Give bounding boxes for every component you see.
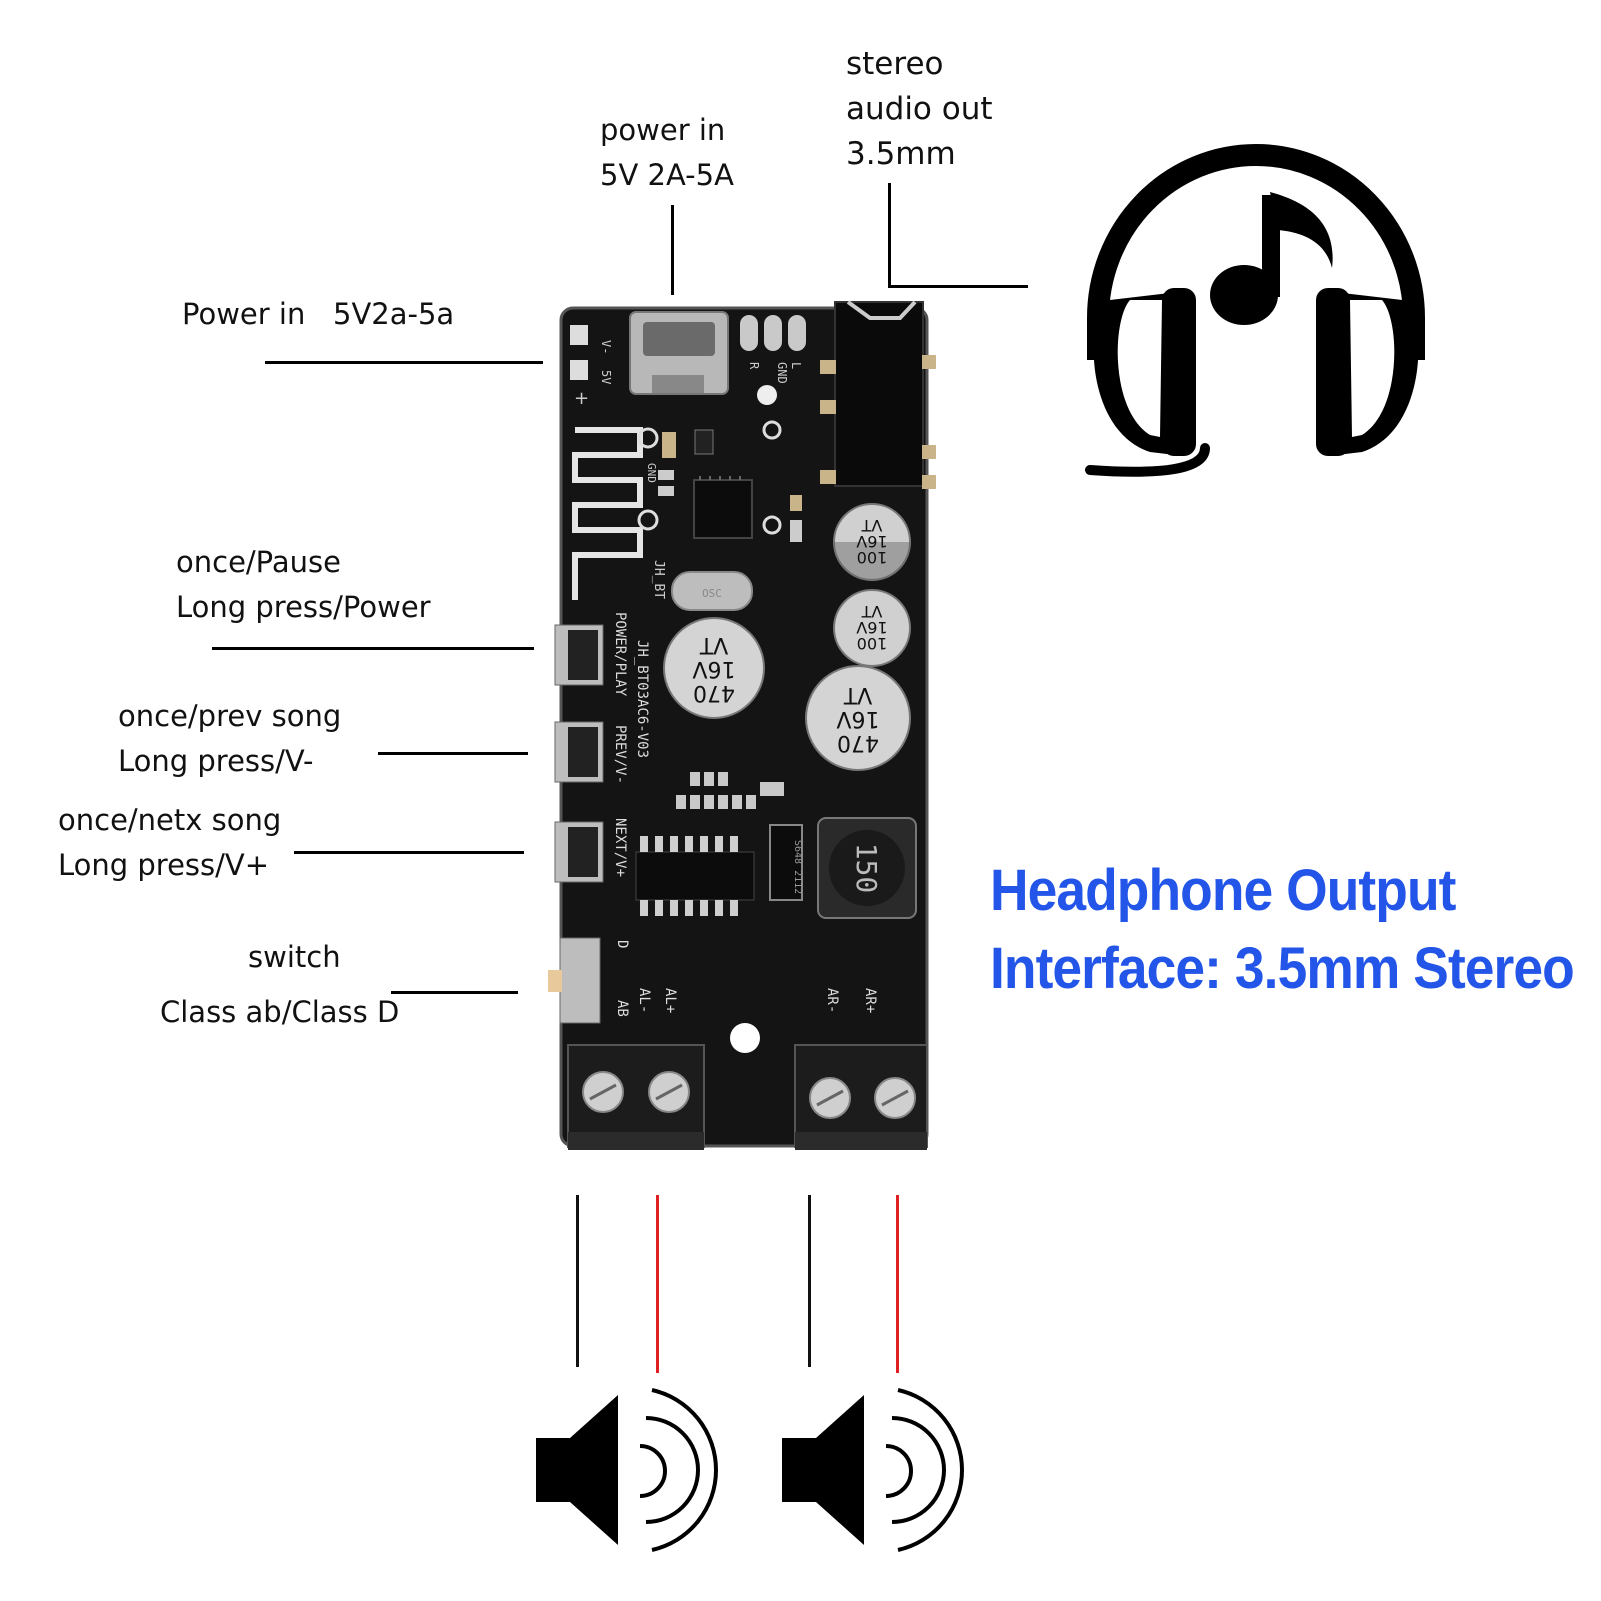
silk-next: NEXT/V+ xyxy=(612,818,628,877)
svg-text:16V: 16V xyxy=(836,706,879,731)
class-mode-switch: D AB xyxy=(548,937,630,1024)
button-next xyxy=(554,821,604,883)
silk-al-plus: AL+ xyxy=(662,988,678,1013)
svg-text:VT: VT xyxy=(843,682,872,707)
pad-gnd: GND xyxy=(775,362,789,384)
silk-switch-ab: AB xyxy=(614,1000,630,1017)
pad-l: L xyxy=(789,362,803,369)
amplifier-ic xyxy=(635,836,755,916)
silk-model: JH_BT03AC6-V03 xyxy=(634,640,650,758)
wire-right-negative xyxy=(808,1195,811,1367)
pad-v-minus: V- xyxy=(599,340,613,354)
button-prev xyxy=(554,721,604,783)
headline: Headphone Output Interface: 3.5mm Stereo xyxy=(990,852,1575,1008)
svg-text:16V: 16V xyxy=(692,656,735,681)
headline-line-1: Headphone Output xyxy=(990,858,1456,923)
power-in-left-label: Power in 5V2a-5a xyxy=(182,297,455,331)
svg-text:470: 470 xyxy=(837,730,879,755)
headline-line-2: Interface: 3.5mm Stereo xyxy=(990,936,1575,1001)
silk-ar-plus: AR+ xyxy=(862,988,878,1013)
leader-mode-switch xyxy=(391,991,518,994)
power-in-top-label: power in 5V 2A-5A xyxy=(600,113,734,192)
svg-text:100: 100 xyxy=(857,634,888,653)
module-label: JH_BT xyxy=(651,560,666,599)
capacitor-470uf-2: 470 16V VT xyxy=(805,665,911,771)
next-song-label: once/netx song Long press/V+ xyxy=(58,803,282,882)
gnd-label: GND xyxy=(645,463,658,483)
stereo-audio-out-label: stereo audio out 3.5mm xyxy=(846,46,993,172)
crystal-label: OSC xyxy=(702,587,722,600)
micro-usb-port xyxy=(629,311,729,395)
wire-left-positive xyxy=(656,1195,659,1373)
terminal-right xyxy=(794,1044,928,1150)
svg-text:100: 100 xyxy=(857,548,888,567)
terminal-left xyxy=(567,1044,705,1150)
pad-plus: + xyxy=(574,388,589,409)
leader-power-top xyxy=(671,205,674,295)
svg-text:470: 470 xyxy=(693,680,735,705)
leader-power-left xyxy=(265,361,543,364)
mode-switch-label: switch Class ab/Class D xyxy=(160,940,400,1030)
pad-5v: 5V xyxy=(599,370,613,384)
pad-r: R xyxy=(747,362,761,370)
capacitor-100uf-1: 100 16V VT xyxy=(833,503,911,581)
amplifier-board: V- 5V + L GND R JH_BT GND xyxy=(548,300,936,1150)
speaker-left-icon xyxy=(536,1388,718,1552)
svg-text:VT: VT xyxy=(861,516,882,535)
leader-pause-power xyxy=(212,647,534,650)
headphones-music-icon xyxy=(1085,144,1425,477)
pause-power-label: once/Pause Long press/Power xyxy=(176,545,431,624)
chip-label: S648 2112 xyxy=(792,840,803,894)
button-power-play xyxy=(554,624,604,686)
prev-song-label: once/prev song Long press/V- xyxy=(118,699,342,778)
silk-prev: PREV/V- xyxy=(612,725,628,784)
silk-al-minus: AL- xyxy=(636,988,652,1013)
inductor: 150 xyxy=(817,817,917,919)
svg-text:16V: 16V xyxy=(856,618,887,637)
capacitor-100uf-2: 100 16V VT xyxy=(833,589,911,667)
svg-text:VT: VT xyxy=(699,632,728,657)
leader-stereo-vertical xyxy=(888,183,891,288)
wire-right-positive xyxy=(896,1195,899,1373)
svg-text:16V: 16V xyxy=(856,532,887,551)
audio-jack-3-5mm xyxy=(820,300,936,489)
svg-text:VT: VT xyxy=(861,602,882,621)
leader-prev-song xyxy=(378,752,528,755)
leader-next-song xyxy=(294,851,524,854)
leader-stereo-horizontal xyxy=(888,285,1028,288)
silk-ar-minus: AR- xyxy=(824,988,840,1013)
wire-left-negative xyxy=(576,1195,579,1367)
silk-switch-d: D xyxy=(614,940,630,948)
speaker-right-icon xyxy=(782,1388,964,1552)
silk-power-play: POWER/PLAY xyxy=(612,612,628,697)
svg-text:150: 150 xyxy=(850,843,883,894)
capacitor-470uf-1: 470 16V VT xyxy=(663,617,765,719)
